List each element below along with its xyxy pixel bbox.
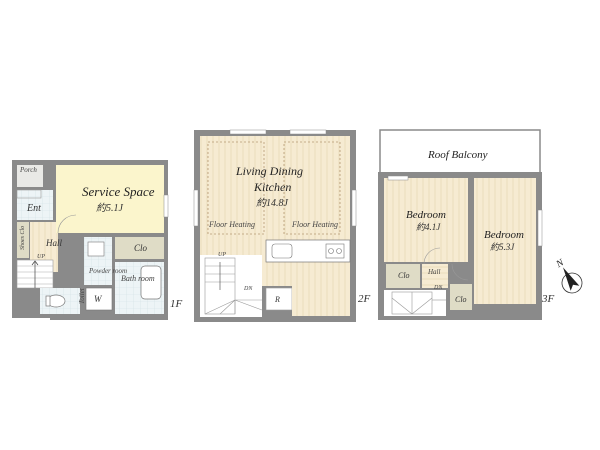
floor-1f bbox=[12, 160, 169, 320]
washer-space bbox=[85, 287, 113, 311]
label-bedroom-left-size: 約4.1J bbox=[416, 222, 441, 232]
window-1f bbox=[163, 194, 169, 218]
sink bbox=[87, 241, 105, 257]
label-bedroom-right-size: 約5.3J bbox=[490, 242, 515, 252]
compass-letter: N bbox=[554, 257, 567, 271]
label-clo-1f: Clo bbox=[134, 243, 148, 253]
labels-3f: Roof Balcony Bedroom 約4.1J Bedroom 約5.3J… bbox=[398, 149, 555, 305]
entrance-steps bbox=[16, 189, 42, 199]
floor-heating-left bbox=[207, 141, 265, 235]
labels-2f: Living Dining Kitchen 約14.8J Floor Heati… bbox=[208, 164, 371, 305]
label-service-size: 約5.1J bbox=[96, 202, 123, 214]
kitchen-stove bbox=[325, 243, 345, 259]
stairs-3f-lines bbox=[391, 291, 446, 315]
label-shoes-clo: Shoes Clo bbox=[20, 226, 26, 250]
label-clo-3f-right: Clo bbox=[455, 295, 467, 304]
closet-3f-left bbox=[386, 264, 420, 288]
floor-3f bbox=[378, 129, 543, 320]
label-porch: Porch bbox=[19, 166, 37, 174]
window-3f-left bbox=[387, 175, 409, 181]
shoes-closet bbox=[17, 222, 29, 258]
stairs-1f bbox=[16, 259, 54, 289]
label-hall-3f: Hall bbox=[427, 268, 441, 276]
door-swing-3f-right bbox=[451, 263, 469, 281]
window-3f-east bbox=[537, 209, 543, 247]
label-ldk: Living Dining bbox=[235, 164, 303, 178]
label-ent: Ent bbox=[26, 203, 41, 214]
label-heat-left: Floor Heating bbox=[208, 220, 255, 229]
floor-label-3f: 3F bbox=[541, 293, 555, 305]
label-hall-1f: Hall bbox=[45, 238, 63, 248]
bedroom-left bbox=[384, 178, 468, 262]
floor-label-2f: 2F bbox=[358, 293, 371, 305]
entrance-area bbox=[17, 190, 53, 220]
bedroom-right bbox=[474, 178, 536, 304]
toilet-fixture bbox=[45, 294, 66, 308]
label-dn-2f: DN bbox=[243, 286, 253, 292]
labels-1f: Porch Ent Shoes Clo Hall UP Toilet Powde… bbox=[19, 166, 183, 310]
label-toilet: Toilet bbox=[78, 287, 86, 304]
floor-heating-right bbox=[283, 141, 341, 235]
closet-3f-right bbox=[450, 284, 472, 310]
roof-balcony bbox=[379, 129, 541, 175]
label-ldk-size: 約14.8J bbox=[256, 197, 289, 209]
stairs-2f-lines bbox=[204, 257, 263, 315]
window-2f-east bbox=[351, 189, 357, 227]
kitchen-sink bbox=[271, 243, 293, 259]
label-service-space: Service Space bbox=[82, 184, 155, 199]
closet-1f bbox=[115, 237, 164, 259]
label-up-1f: UP bbox=[37, 254, 45, 260]
label-heat-right: Floor Heating bbox=[291, 220, 338, 229]
porch-area bbox=[17, 165, 43, 187]
stairs-2f bbox=[200, 255, 262, 317]
door-swing-3f bbox=[423, 247, 441, 265]
label-powder: Powder room bbox=[88, 267, 127, 275]
label-bedroom-left: Bedroom bbox=[406, 209, 446, 221]
hall-3f bbox=[422, 264, 448, 288]
bathtub bbox=[140, 265, 162, 300]
compass: N bbox=[554, 257, 583, 294]
label-roof-balcony: Roof Balcony bbox=[427, 149, 488, 161]
door-swing bbox=[57, 214, 77, 234]
stairs-3f bbox=[384, 290, 446, 316]
floor-2f bbox=[193, 129, 357, 322]
label-bath: Bath room bbox=[121, 274, 155, 283]
window-2f-west bbox=[193, 189, 199, 227]
service-space bbox=[56, 165, 164, 233]
floor-label-1f: 1F bbox=[170, 298, 183, 310]
label-r: R bbox=[274, 295, 280, 304]
hall-2f bbox=[292, 286, 350, 316]
label-bedroom-right: Bedroom bbox=[484, 229, 524, 241]
label-clo-3f-left: Clo bbox=[398, 271, 410, 280]
label-dn-3f: DN bbox=[433, 285, 443, 291]
window-2f-top-left bbox=[229, 129, 267, 135]
label-up-2f: UP bbox=[218, 252, 226, 258]
compass-arrow-icon bbox=[563, 267, 580, 291]
label-kitchen: Kitchen bbox=[253, 180, 291, 194]
window-2f-top-right bbox=[289, 129, 327, 135]
label-washer: W bbox=[94, 294, 103, 304]
